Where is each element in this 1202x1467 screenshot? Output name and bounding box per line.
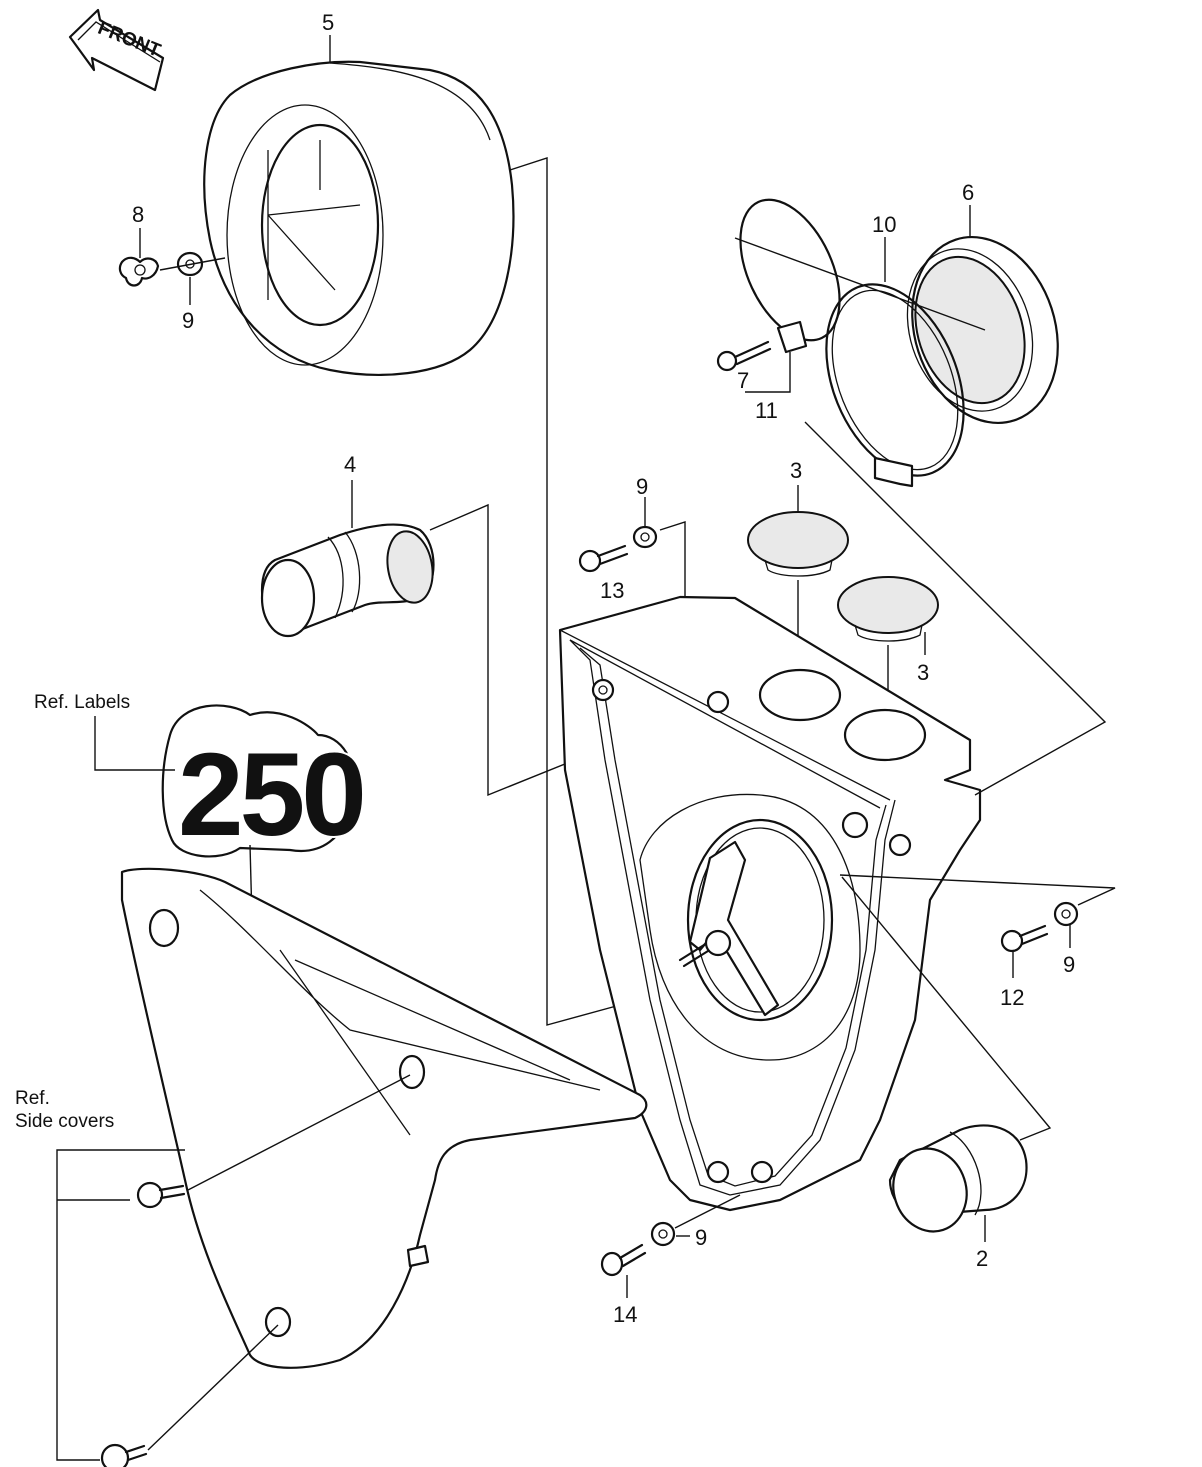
washer-9d [650, 1221, 676, 1247]
side-cover-screw-b [100, 1443, 148, 1467]
air-filter-element [203, 60, 515, 376]
callout-7: 7 [737, 368, 749, 393]
callout-9c: 9 [1063, 952, 1075, 977]
leader-ref-labels [94, 716, 175, 771]
inlet-duct [260, 523, 435, 638]
callout-12: 12 [1000, 985, 1024, 1010]
bracket-5 [509, 157, 621, 1026]
side-cover [120, 867, 648, 1369]
bracket-cap [804, 421, 1107, 796]
callout-11: 11 [755, 398, 778, 423]
callout-13: 13 [600, 578, 624, 603]
callout-9b: 9 [636, 474, 648, 499]
washer-9b [632, 525, 658, 549]
callout-3a: 3 [790, 458, 802, 483]
plug-3a [747, 511, 849, 577]
callout-6: 6 [962, 180, 974, 205]
washer-9c [1053, 901, 1079, 927]
side-cover-screw-a [136, 1181, 186, 1209]
screw-13 [578, 544, 629, 573]
axis-clamp [734, 237, 986, 331]
bracket-side-covers [56, 1149, 185, 1461]
front-arrow: FRONT [68, 8, 165, 92]
ref-labels-text: Ref. Labels [34, 692, 130, 713]
axis-screw-a [187, 1074, 411, 1191]
ref-side-covers-line2: Side covers [15, 1111, 114, 1132]
clamp-10 [825, 283, 965, 488]
callout-3b: 3 [917, 660, 929, 685]
bracket-4 [429, 503, 613, 797]
callout-14: 14 [613, 1302, 637, 1327]
callout-2: 2 [976, 1246, 988, 1271]
clamp-11 [739, 198, 841, 354]
axis-8-9 [159, 257, 226, 271]
axis-14 [674, 1194, 741, 1229]
ref-side-covers-line1: Ref. [15, 1088, 50, 1109]
plug-3b [837, 576, 939, 642]
leader-11 [745, 352, 791, 393]
bracket-2 [841, 876, 1052, 1141]
callout-9a: 9 [182, 308, 194, 333]
screw-14 [600, 1243, 647, 1277]
bracket-12 [839, 874, 1116, 906]
screw-12 [1000, 924, 1049, 953]
screw-7 [716, 340, 772, 372]
callout-9d: 9 [695, 1225, 707, 1250]
inlet-cap-2 [888, 1124, 1028, 1233]
callout-10: 10 [872, 212, 896, 237]
label-250: 250 [161, 704, 369, 863]
wing-nut [118, 256, 160, 287]
axis-screw-b [147, 1324, 279, 1451]
air-cleaner-housing [558, 595, 982, 1212]
callout-4: 4 [344, 452, 356, 477]
label-250-text: 250 [178, 729, 363, 861]
callout-5: 5 [322, 10, 334, 35]
callout-8: 8 [132, 202, 144, 227]
